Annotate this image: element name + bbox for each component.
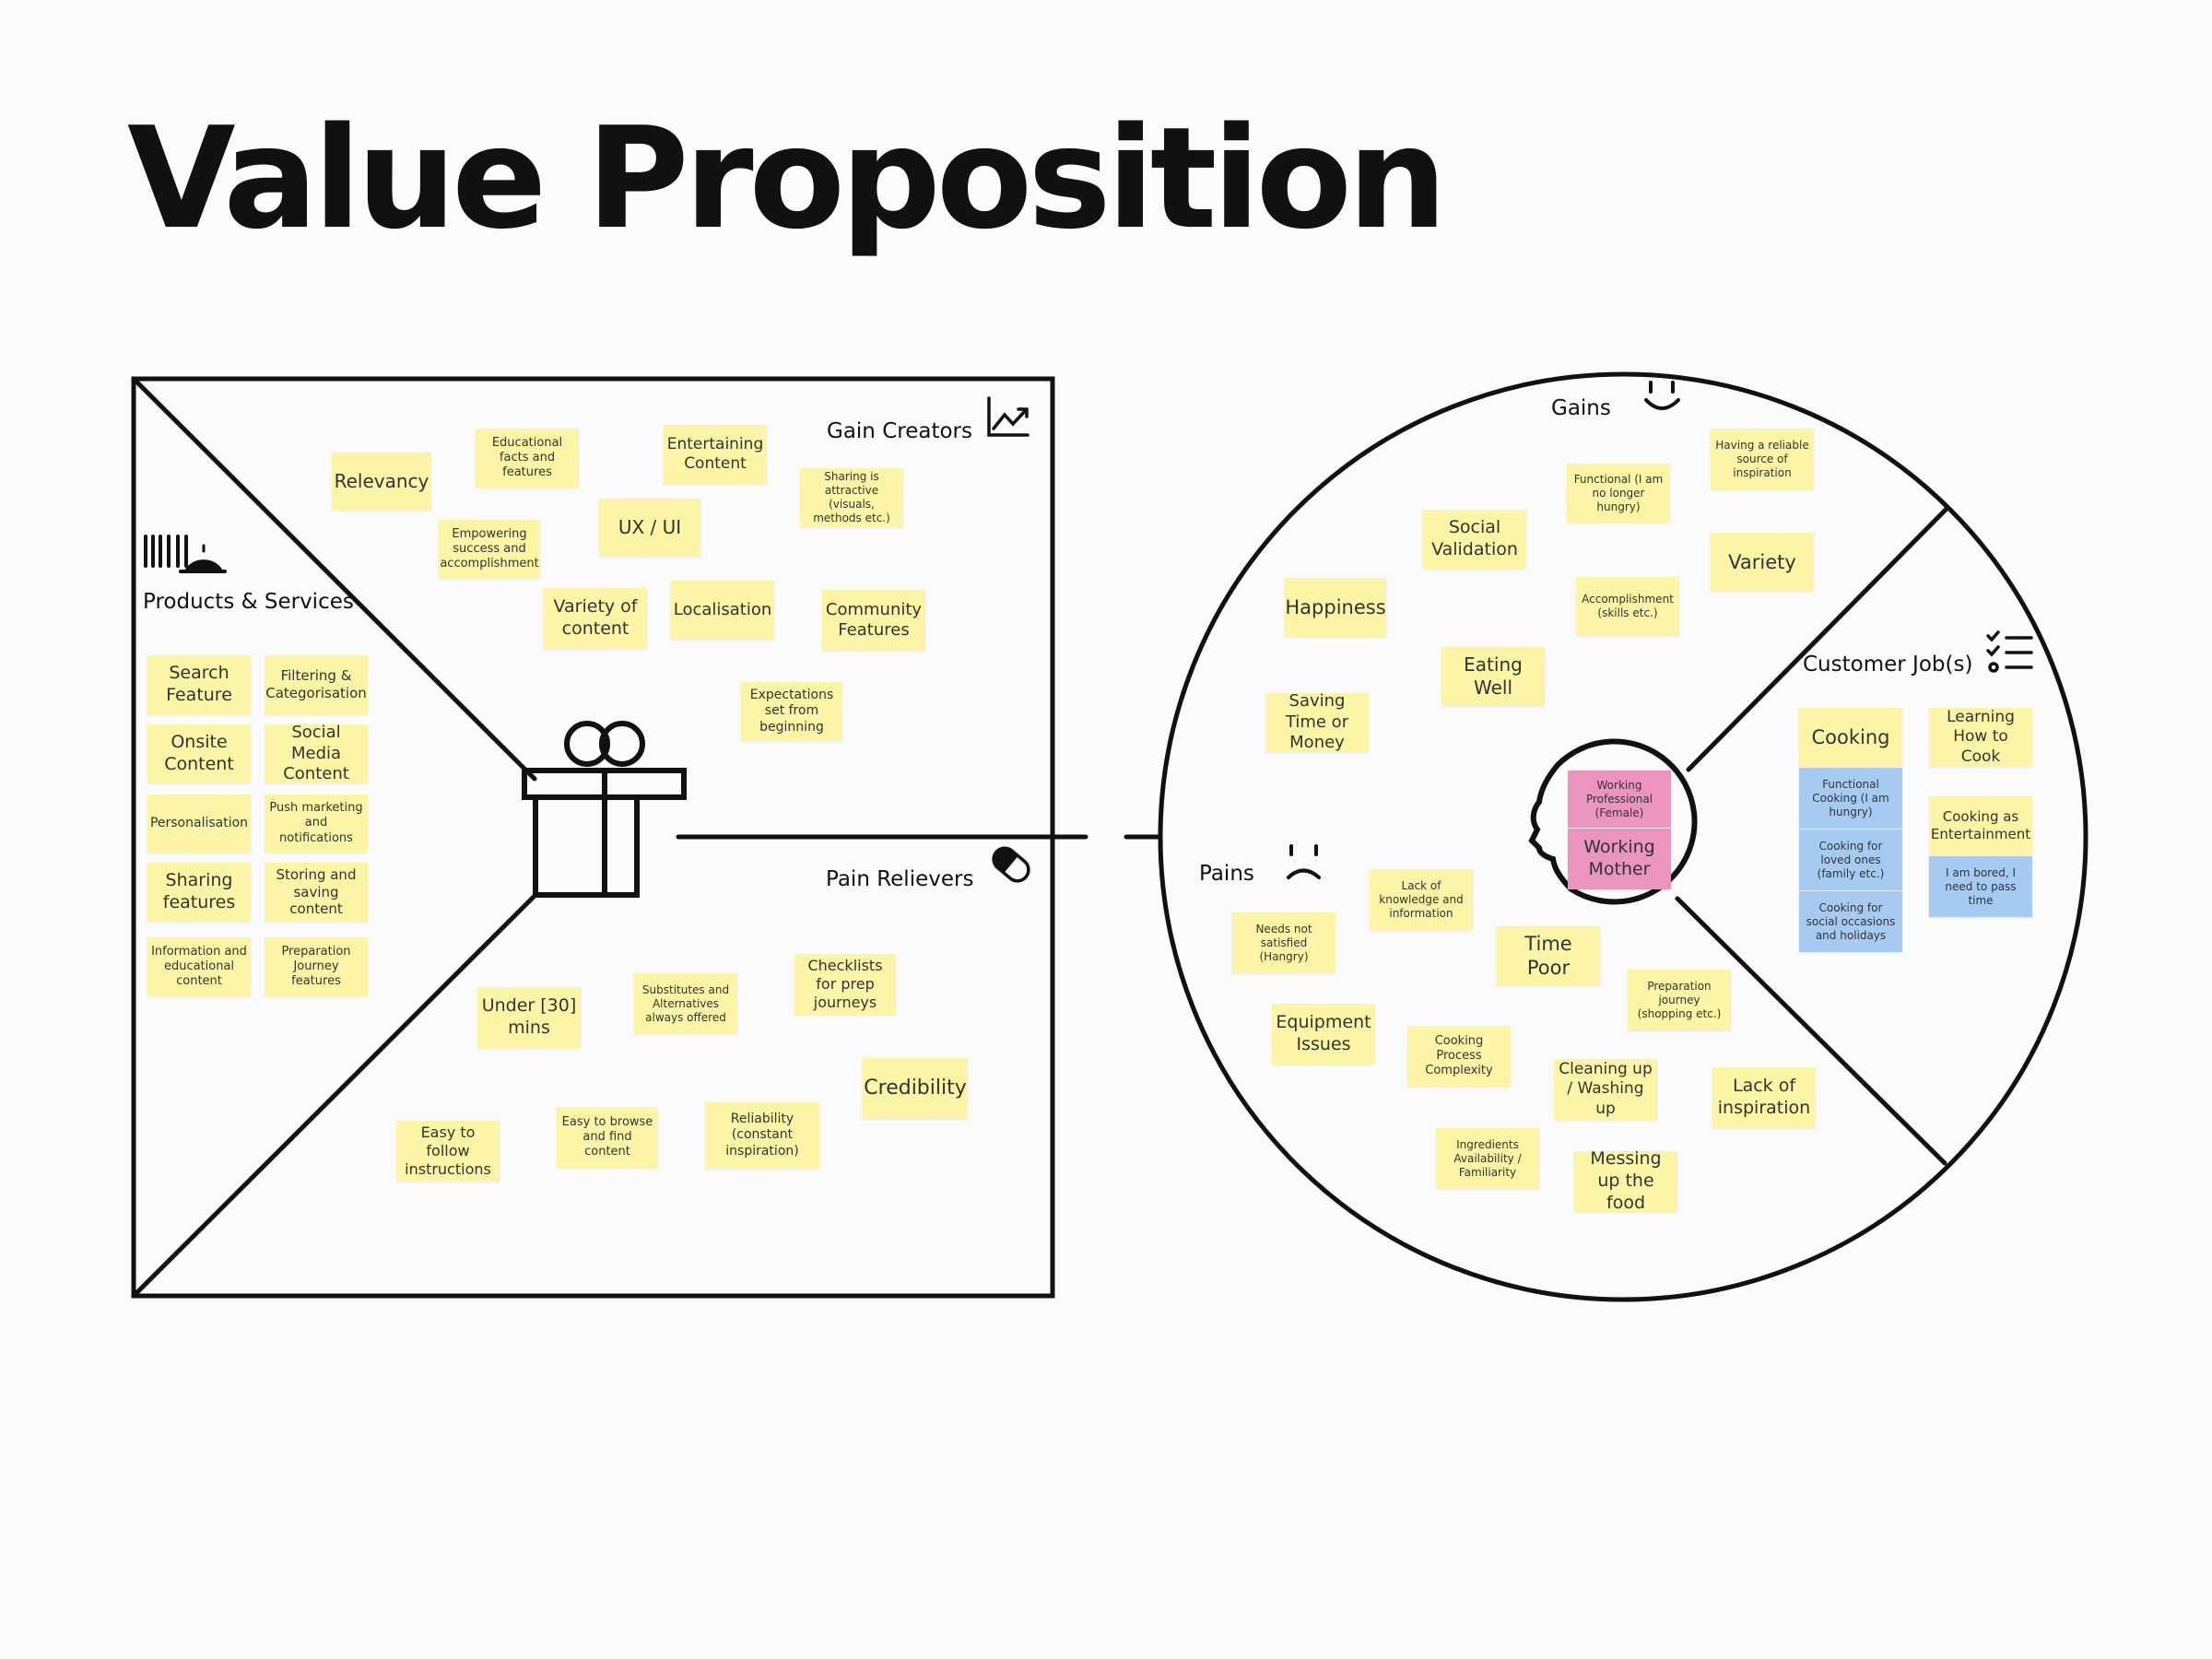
gift-box-icon	[522, 721, 687, 898]
gain-creators-title: Gain Creators	[827, 419, 972, 443]
job-note: Cooking for social occasions and holiday…	[1799, 891, 1902, 952]
gain-note: Having a reliable source of inspiration	[1711, 429, 1814, 489]
pain-note: Messing up the food	[1574, 1148, 1677, 1213]
jobs-divider-top	[1686, 506, 1949, 772]
product-note: Search Feature	[147, 655, 251, 714]
job-note: Cooking	[1799, 708, 1902, 767]
gain-note: Happiness	[1285, 578, 1386, 637]
barcode-service-bell-icon	[144, 535, 227, 573]
pain-note: Cleaning up / Washing up	[1554, 1059, 1657, 1120]
gain-note: Accomplishment (skills etc.)	[1576, 577, 1679, 636]
segment-note: Working Professional (Female)	[1568, 771, 1671, 828]
pain-note: Preparation journey (shopping etc.)	[1628, 970, 1731, 1030]
gain-creator-note: Sharing is attractive (visuals, methods …	[800, 468, 903, 527]
gain-creator-note: Localisation	[671, 581, 774, 640]
sad-face-icon	[1287, 844, 1321, 879]
product-note: Filtering & Categorisation	[265, 655, 368, 714]
product-note: Personalisation	[147, 794, 251, 853]
job-note: Learning How to Cook	[1929, 708, 2032, 767]
gain-note: Social Validation	[1423, 510, 1526, 569]
pain-reliever-note: Reliability (constant inspiration)	[705, 1102, 819, 1169]
product-note: Social Media Content	[265, 723, 368, 783]
pains-title: Pains	[1199, 862, 1254, 886]
gain-creator-note: Variety of content	[544, 588, 647, 649]
product-note: Preparation Journey features	[265, 937, 368, 996]
gain-creator-note: Community Features	[822, 590, 925, 651]
gain-creator-note: UX / UI	[599, 499, 700, 557]
pain-note: Equipment Issues	[1272, 1004, 1375, 1065]
product-note: Storing and saving content	[265, 863, 368, 922]
product-note: Information and educational content	[147, 937, 251, 996]
checklist-icon	[1986, 630, 2033, 673]
segment-note: Working Mother	[1568, 829, 1671, 889]
trend-up-chart-icon	[987, 396, 1030, 437]
gain-creator-note: Educational facts and features	[476, 429, 579, 488]
pain-note: Lack of knowledge and information	[1370, 869, 1473, 930]
pain-reliever-note: Credibility	[863, 1058, 968, 1119]
product-note: Sharing features	[147, 863, 251, 922]
pain-note: Lack of inspiration	[1712, 1067, 1816, 1128]
page-title: Value Proposition	[127, 97, 1447, 260]
gain-note: Functional (I am no longer hungry)	[1567, 464, 1670, 523]
pain-reliever-note: Under [30] mins	[477, 987, 581, 1048]
pain-note: Time Poor	[1497, 926, 1600, 985]
jobs-divider-bottom	[1675, 896, 1947, 1166]
pain-reliever-note: Easy to follow instructions	[396, 1121, 500, 1182]
gain-creator-note: Empowering success and accomplishment	[439, 520, 540, 579]
gains-title: Gains	[1551, 396, 1611, 420]
pill-capsule-icon	[992, 846, 1030, 883]
gain-creator-note: Expectations set from beginning	[741, 682, 842, 741]
gain-note: Eating Well	[1441, 647, 1545, 706]
job-note: Cooking as Entertainment	[1929, 796, 2032, 855]
product-note: Onsite Content	[147, 724, 251, 783]
gain-note: Variety	[1711, 533, 1814, 592]
pain-reliever-note: Easy to browse and find content	[557, 1107, 658, 1168]
pain-relievers-title: Pain Relievers	[826, 867, 974, 891]
pain-note: Needs not satisfied (Hangry)	[1232, 912, 1335, 973]
pain-note: Cooking Process Complexity	[1407, 1026, 1511, 1087]
product-note: Push marketing and notifications	[265, 794, 368, 853]
smile-face-icon	[1644, 381, 1680, 410]
diagonal-top	[134, 379, 537, 782]
customer-jobs-title: Customer Job(s)	[1803, 653, 1973, 677]
products-services-title: Products & Services	[143, 590, 354, 614]
pain-note: Ingredients Availability / Familiarity	[1436, 1128, 1539, 1189]
pain-reliever-note: Substitutes and Alternatives always offe…	[634, 973, 737, 1034]
gain-creator-note: Relevancy	[332, 453, 431, 510]
job-note: Cooking for loved ones (family etc.)	[1799, 830, 1902, 890]
job-note: Functional Cooking (I am hungry)	[1799, 768, 1902, 829]
gain-creator-note: Entertaining Content	[664, 425, 767, 484]
gain-note: Saving Time or Money	[1265, 691, 1369, 752]
pain-reliever-note: Checklists for prep journeys	[794, 954, 896, 1015]
job-note: I am bored, I need to pass time	[1929, 856, 2032, 917]
diagonal-bottom	[134, 893, 537, 1296]
